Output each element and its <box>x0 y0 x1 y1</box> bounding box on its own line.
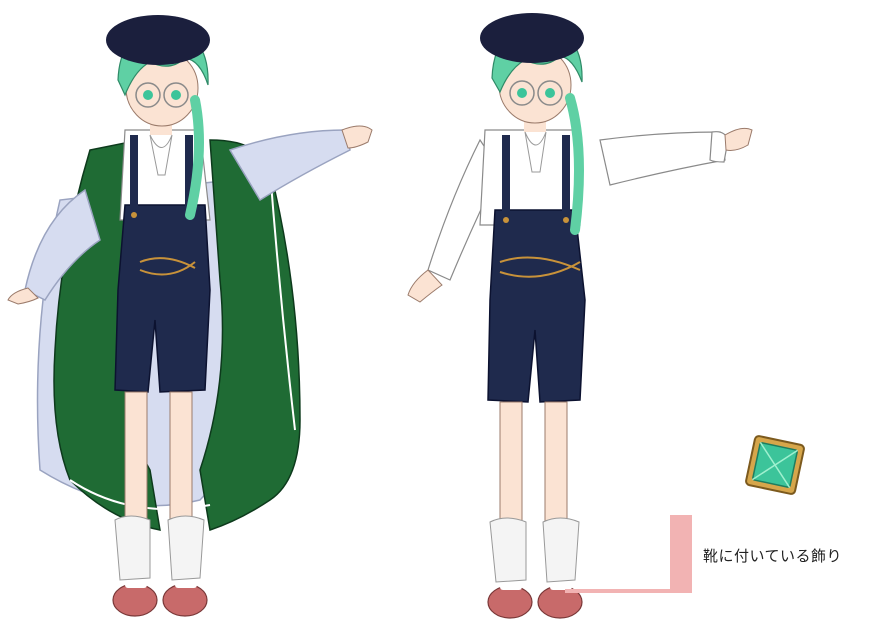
annotation-label: 靴に付いている飾り <box>703 547 843 565</box>
square-gem-ornament-icon <box>745 435 805 495</box>
character-with-coat <box>7 15 373 617</box>
character-without-coat <box>407 13 753 619</box>
callout-line <box>565 515 692 593</box>
